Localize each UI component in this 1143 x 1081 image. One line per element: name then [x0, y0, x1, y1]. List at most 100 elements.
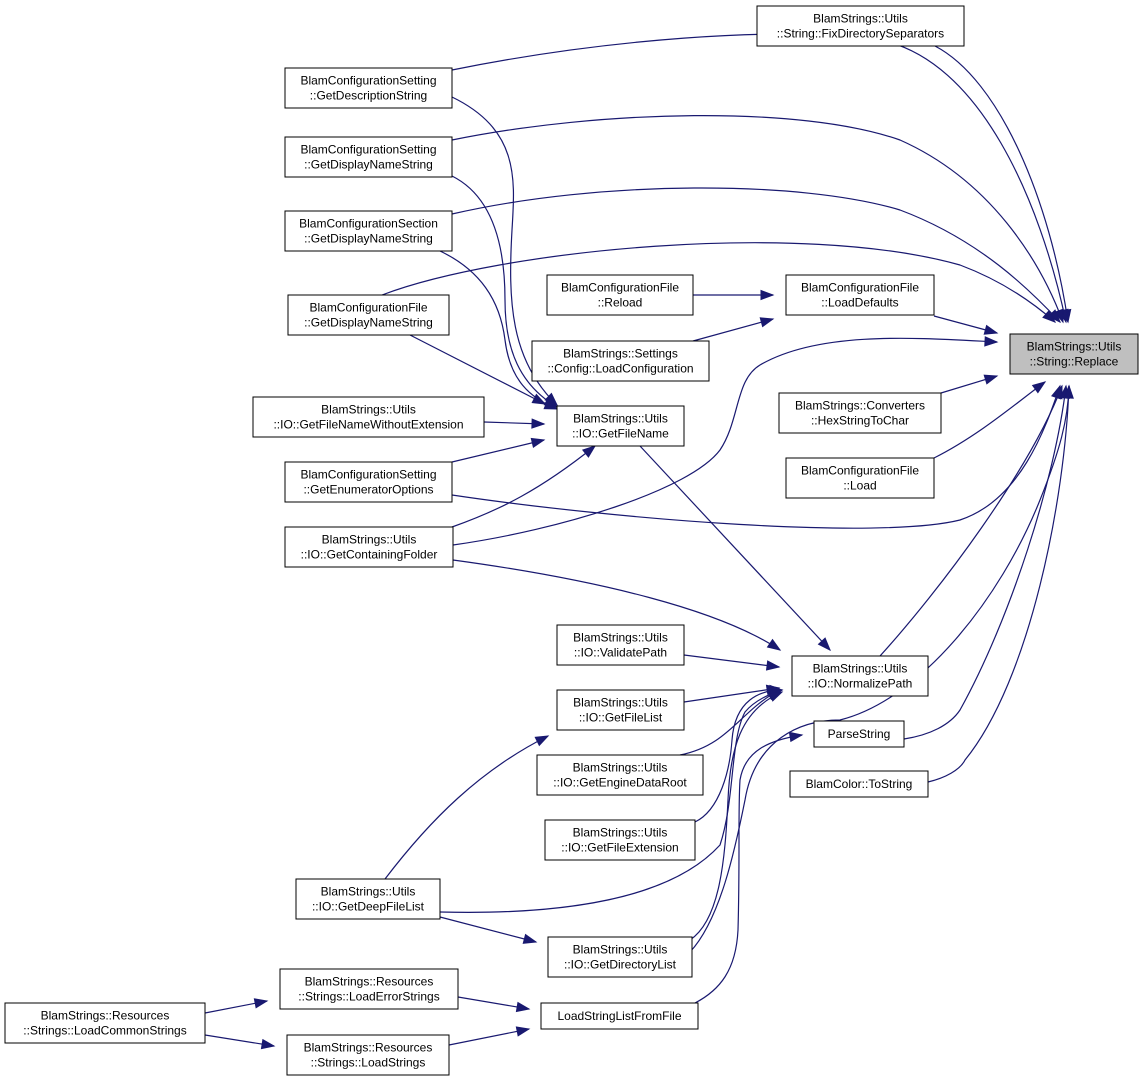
edge-filedisp-to-replace: [381, 242, 1057, 323]
node-setdesc[interactable]: BlamConfigurationSetting::GetDescription…: [284, 67, 453, 109]
node-label-line: ::IO::GetFileExtension: [561, 841, 678, 855]
arrow-head-icon: [1053, 308, 1064, 324]
edge-line: [439, 689, 783, 913]
arrow-head-icon: [515, 1026, 531, 1037]
node-box: [284, 136, 453, 178]
edge-line: [692, 318, 774, 342]
edge-line: [384, 735, 549, 880]
node-label-line: BlamConfigurationSetting: [300, 468, 436, 482]
node-label-line: ::IO::GetDirectoryList: [564, 958, 677, 972]
node-box: [556, 405, 685, 447]
node-box: [284, 67, 453, 109]
arrow-head-icon: [1031, 381, 1047, 394]
arrow-head-icon: [531, 418, 546, 429]
node-box: [789, 770, 929, 798]
node-dirlist[interactable]: BlamStrings::Utils::IO::GetDirectoryList: [547, 936, 693, 978]
edge-line: [409, 334, 546, 405]
node-filelist[interactable]: BlamStrings::Utils::IO::GetFileList: [556, 689, 685, 731]
node-loadconfig[interactable]: BlamStrings::Settings::Config::LoadConfi…: [531, 340, 710, 382]
node-replace[interactable]: BlamStrings::Utils::String::Replace: [1009, 333, 1139, 375]
edge-line: [683, 687, 780, 703]
edge-line: [439, 250, 558, 410]
edge-getfilename-to-normalize: [639, 445, 831, 652]
node-hexstring[interactable]: BlamStrings::Converters::HexStringToChar: [778, 392, 942, 434]
node-label-line: BlamStrings::Converters: [795, 399, 925, 413]
node-label-line: BlamConfigurationSetting: [300, 143, 436, 157]
arrow-head-icon: [768, 691, 784, 702]
node-label-line: BlamStrings::Resources: [41, 1009, 170, 1023]
node-label-line: BlamConfigurationFile: [561, 281, 679, 295]
node-load[interactable]: BlamConfigurationFile::Load: [785, 457, 935, 499]
edge-line: [439, 916, 537, 943]
node-label-line: ::LoadDefaults: [821, 296, 898, 310]
nodes-layer: BlamStrings::Utils::String::ReplaceBlamS…: [4, 5, 1139, 1076]
node-label-line: ::GetDisplayNameString: [304, 158, 433, 172]
node-loadcommon[interactable]: BlamStrings::Resources::Strings::LoadCom…: [4, 1002, 206, 1044]
edge-validate-to-normalize: [683, 654, 781, 671]
node-loadstringlist[interactable]: LoadStringListFromFile: [540, 1002, 699, 1030]
node-deepfilelist[interactable]: BlamStrings::Utils::IO::GetDeepFileList: [295, 878, 441, 920]
node-label-line: ::IO::NormalizePath: [808, 677, 913, 691]
node-enginedata[interactable]: BlamStrings::Utils::IO::GetEngineDataRoo…: [536, 754, 704, 796]
node-enumopts[interactable]: BlamConfigurationSetting::GetEnumeratorO…: [284, 461, 453, 503]
node-validate[interactable]: BlamStrings::Utils::IO::ValidatePath: [556, 624, 685, 666]
edge-enumopts-to-getfilename: [451, 437, 546, 463]
node-filedisp[interactable]: BlamConfigurationFile::GetDisplayNameStr…: [287, 294, 450, 336]
arrow-head-icon: [581, 445, 597, 458]
node-secdisp[interactable]: BlamConfigurationSection::GetDisplayName…: [284, 210, 453, 252]
edge-deepfilelist-to-dirlist: [439, 916, 538, 944]
edge-loaddefaults-to-replace: [933, 315, 999, 335]
node-label-line: ParseString: [828, 727, 891, 741]
edge-loadstringlist-to-parsestring: [694, 731, 804, 1004]
node-fileext[interactable]: BlamStrings::Utils::IO::GetFileExtension: [544, 819, 696, 861]
node-parsestring[interactable]: ParseString: [813, 720, 905, 748]
edge-line: [452, 559, 781, 651]
node-label-line: BlamStrings::Utils: [1027, 340, 1122, 354]
edge-line: [451, 115, 1064, 323]
node-label-line: BlamStrings::Utils: [573, 696, 668, 710]
node-box: [1009, 333, 1139, 375]
node-label-line: BlamStrings::Utils: [573, 826, 668, 840]
edge-secdisp-to-replace: [451, 187, 1061, 324]
arrow-head-icon: [531, 393, 547, 405]
edge-line: [689, 385, 1070, 953]
node-box: [287, 294, 450, 336]
node-containing[interactable]: BlamStrings::Utils::IO::GetContainingFol…: [284, 526, 454, 568]
node-label-line: BlamStrings::Utils: [573, 412, 668, 426]
node-fixdir[interactable]: BlamStrings::Utils::String::FixDirectory…: [756, 5, 965, 47]
edge-hexstring-to-replace: [940, 374, 999, 394]
edge-line: [451, 96, 558, 406]
node-label-line: ::IO::GetDeepFileList: [312, 900, 425, 914]
arrow-head-icon: [817, 637, 831, 652]
node-setdisp[interactable]: BlamConfigurationSetting::GetDisplayName…: [284, 136, 453, 178]
node-box: [556, 624, 685, 666]
node-box: [813, 720, 905, 748]
node-getfilenamewoext[interactable]: BlamStrings::Utils::IO::GetFileNameWitho…: [252, 396, 485, 438]
edge-line: [451, 439, 545, 463]
node-label-line: ::IO::GetFileNameWithoutExtension: [273, 418, 463, 432]
edge-filedisp-to-getfilename: [409, 334, 547, 405]
node-box: [756, 5, 965, 47]
node-label-line: ::GetDescriptionString: [310, 89, 427, 103]
edge-line: [903, 385, 1067, 740]
edge-line: [451, 175, 558, 408]
arrow-head-icon: [983, 374, 999, 385]
node-label-line: BlamStrings::Settings: [563, 347, 678, 361]
node-loadstrings[interactable]: BlamStrings::Resources::Strings::LoadStr…: [286, 1034, 450, 1076]
node-reload[interactable]: BlamConfigurationFile::Reload: [546, 274, 694, 316]
edge-line: [683, 654, 780, 668]
edge-line: [448, 1028, 530, 1046]
edge-line: [381, 242, 1056, 323]
node-getfilename[interactable]: BlamStrings::Utils::IO::GetFileName: [556, 405, 685, 447]
node-normalize[interactable]: BlamStrings::Utils::IO::NormalizePath: [791, 655, 929, 697]
arrow-head-icon: [1052, 384, 1063, 400]
node-label-line: BlamStrings::Utils: [322, 533, 417, 547]
node-label-line: ::HexStringToChar: [811, 414, 909, 428]
node-loaddefaults[interactable]: BlamConfigurationFile::LoadDefaults: [785, 274, 935, 316]
node-label-line: BlamConfigurationFile: [309, 301, 427, 315]
node-loaderror[interactable]: BlamStrings::Resources::Strings::LoadErr…: [279, 968, 459, 1010]
node-label-line: ::Strings::LoadStrings: [311, 1056, 426, 1070]
node-tostring[interactable]: BlamColor::ToString: [789, 770, 929, 798]
edge-line: [879, 385, 1063, 657]
edge-line: [933, 381, 1046, 459]
